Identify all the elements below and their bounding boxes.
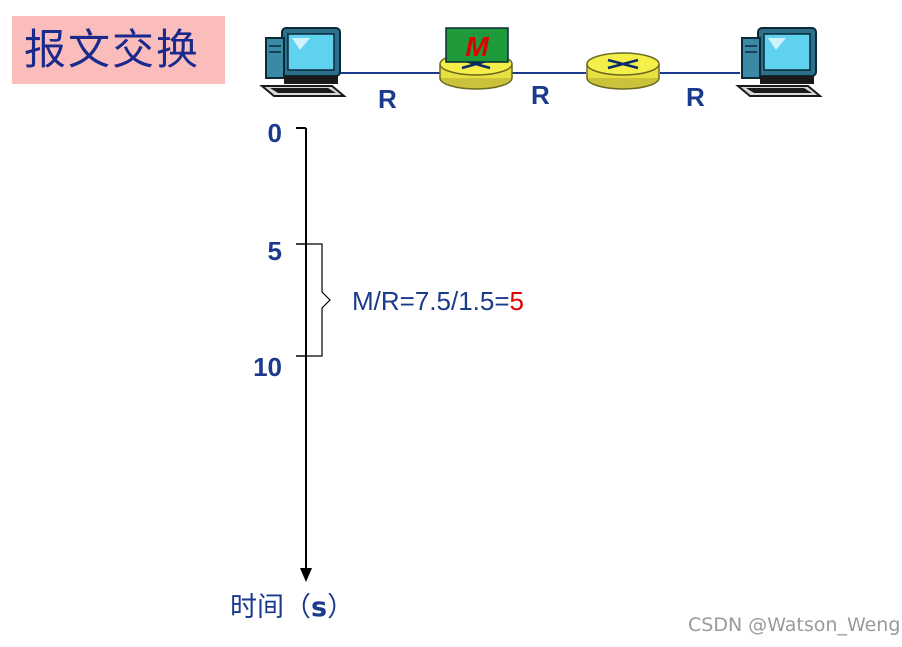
time-axis (296, 127, 312, 582)
tick-label-10: 10 (253, 352, 282, 382)
router-icon-2 (586, 52, 660, 90)
computer-icon-right (735, 27, 823, 97)
link-label-2: R (531, 80, 550, 110)
page-title: 报文交换 (24, 25, 201, 74)
brace (306, 243, 331, 357)
computer-icon-left (259, 27, 347, 97)
formula-prefix: M/R=7.5/1.5= (352, 286, 510, 316)
tick-label-0: 0 (267, 118, 282, 148)
message-label: M (465, 31, 489, 62)
link-label-1: R (378, 84, 397, 114)
axis-caption-prefix: 时间（ (230, 592, 311, 623)
formula-result: 5 (509, 286, 525, 316)
time-axis-caption: 时间（s） (230, 588, 354, 628)
link-label-3: R (686, 82, 705, 112)
axis-caption-unit: s (311, 592, 328, 623)
formula-annotation: M/R=7.5/1.5=5 (352, 285, 524, 317)
title-background (12, 16, 225, 84)
axis-caption-suffix: ） (327, 592, 355, 623)
watermark: CSDN @Watson_Weng (688, 614, 901, 636)
tick-label-5: 5 (267, 236, 282, 266)
message-packet: M (445, 27, 509, 63)
